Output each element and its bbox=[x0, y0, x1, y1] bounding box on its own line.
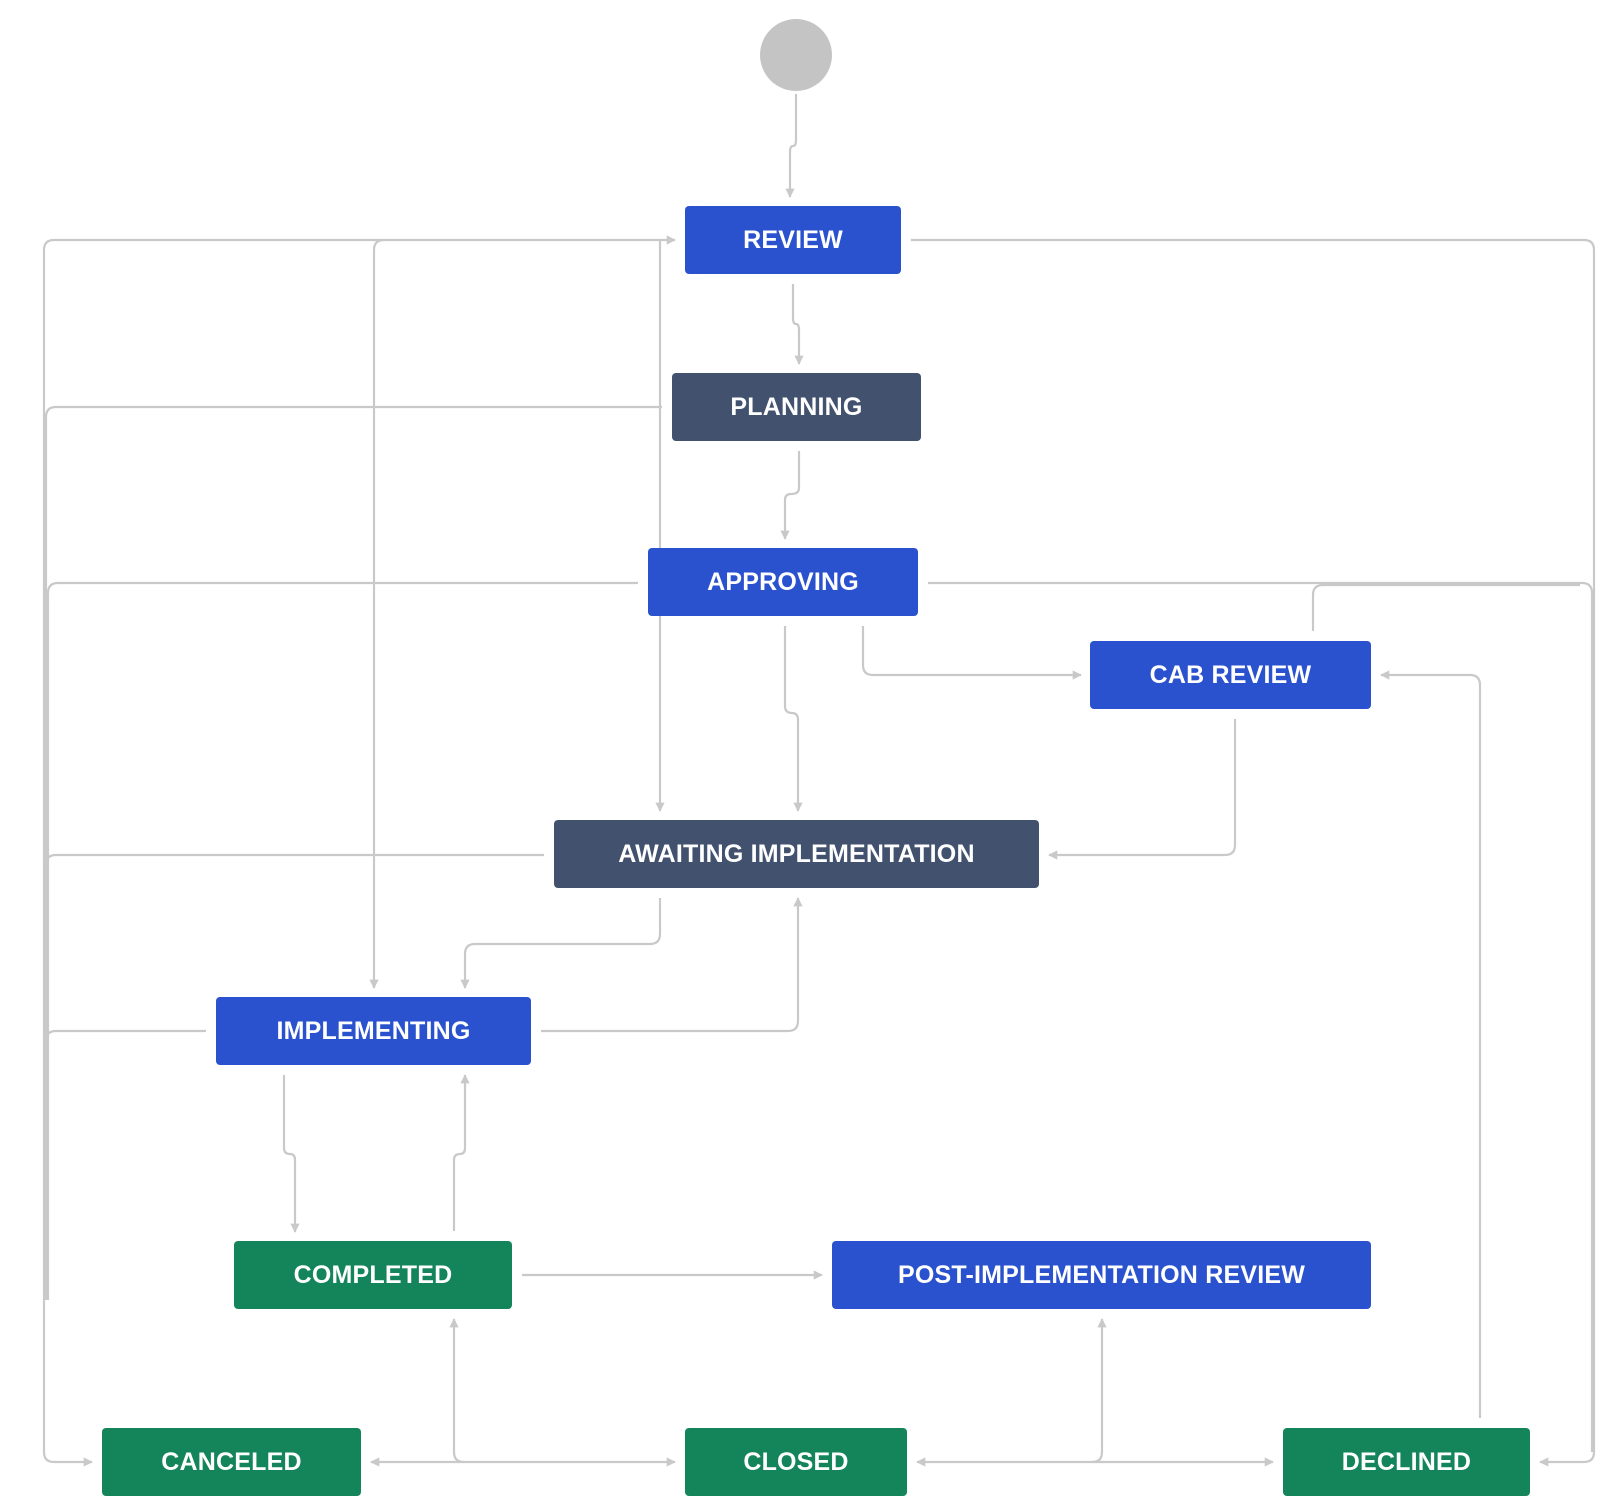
transition-awaiting-to-implementing bbox=[460, 898, 662, 989]
start-node bbox=[760, 19, 832, 91]
transition-approving-to-canceled bbox=[46, 581, 638, 1300]
transition-closed-to-pir bbox=[1091, 1318, 1107, 1464]
transition-implementing-to-completed bbox=[282, 1075, 300, 1233]
transition-implementing-to-awaiting bbox=[541, 897, 803, 1033]
transition-review-to-planning bbox=[791, 284, 804, 365]
transition-planning-to-approving bbox=[780, 451, 801, 540]
transition-implementing-to-canceled bbox=[44, 1029, 206, 1300]
transition-completed-to-implementing bbox=[452, 1074, 470, 1231]
status-review[interactable]: REVIEW bbox=[685, 206, 901, 274]
transition-cab-review-to-awaiting bbox=[1048, 719, 1237, 860]
status-canceled[interactable]: CANCELED bbox=[102, 1428, 361, 1496]
status-closed[interactable]: CLOSED bbox=[685, 1428, 907, 1496]
transition-review-to-implementing bbox=[369, 238, 385, 989]
transition-approving-to-declined bbox=[928, 581, 1594, 1300]
transition-approving-to-awaiting bbox=[783, 626, 803, 812]
transition-closed-to-completed bbox=[449, 1318, 465, 1464]
status-post-implementation-review[interactable]: POST-IMPLEMENTATION REVIEW bbox=[832, 1241, 1371, 1309]
transition-left-rail-to-canceled bbox=[42, 1300, 93, 1467]
status-approving[interactable]: APPROVING bbox=[648, 548, 918, 616]
transition-left-rail-to-review bbox=[42, 235, 676, 1300]
status-cab-review[interactable]: CAB REVIEW bbox=[1090, 641, 1371, 709]
transition-cab-review-to-declined bbox=[1311, 583, 1580, 631]
transition-approving-to-cab-review bbox=[861, 626, 1082, 680]
transition-review-to-declined bbox=[911, 238, 1596, 1467]
status-completed[interactable]: COMPLETED bbox=[234, 1241, 512, 1309]
status-declined[interactable]: DECLINED bbox=[1283, 1428, 1530, 1496]
transition-awaiting-to-canceled bbox=[44, 853, 544, 1300]
status-implementing[interactable]: IMPLEMENTING bbox=[216, 997, 531, 1065]
transition-start-to-review bbox=[785, 94, 798, 198]
transition-declined-to-cab-review bbox=[1380, 670, 1482, 1418]
transition-planning-to-canceled bbox=[44, 405, 662, 1300]
status-awaiting-implementation[interactable]: AWAITING IMPLEMENTATION bbox=[554, 820, 1039, 888]
status-planning[interactable]: PLANNING bbox=[672, 373, 921, 441]
